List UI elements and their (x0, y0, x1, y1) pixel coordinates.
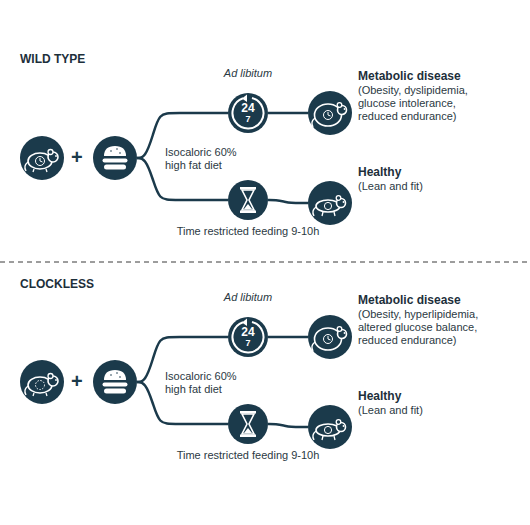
clock-number: 7 (228, 115, 268, 124)
time-restricted-node: Time restricted feeding 9-10h (228, 180, 268, 220)
diet-label: Isocaloric 60% high fat diet (165, 370, 257, 396)
ad-libitum-node: Ad libitum247 (228, 93, 268, 133)
outcome-node: Metabolic disease(Obesity, dyslipidemia,… (308, 91, 352, 135)
outcome-heading: Metabolic disease (358, 293, 518, 307)
burger-icon (93, 360, 137, 404)
burger-icon (93, 136, 137, 180)
feeding-label: Time restricted feeding 9-10h (153, 449, 343, 462)
diet-node: Isocaloric 60% high fat diet (93, 360, 137, 404)
lean-mouse-icon (308, 181, 352, 225)
outcome-node: Metabolic disease(Obesity, hyperlipidemi… (308, 315, 352, 359)
time-restricted-node: Time restricted feeding 9-10h (228, 404, 268, 444)
branch-line (268, 336, 308, 339)
outcome-node: Healthy(Lean and fit) (308, 181, 352, 225)
mouse-icon (20, 136, 64, 180)
plus-sign: + (71, 371, 83, 391)
clock-number: 24 (228, 326, 268, 339)
outcome-heading: Healthy (358, 165, 518, 179)
outcome-detail: (Obesity, dyslipidemia, glucose intolera… (358, 84, 498, 123)
panel-divider (0, 262, 530, 263)
panel-title: CLOCKLESS (20, 277, 94, 291)
branch-line (268, 112, 308, 115)
outcome-detail: (Lean and fit) (358, 404, 498, 417)
diet-label: Isocaloric 60% high fat diet (165, 146, 257, 172)
mouse-icon (20, 360, 64, 404)
obese-mouse-icon (308, 315, 352, 359)
panel-title: WILD TYPE (20, 52, 85, 66)
outcome-detail: (Obesity, hyperlipidemia, altered glucos… (358, 308, 498, 347)
ad-libitum-node: Ad libitum247 (228, 317, 268, 357)
wild-type-panel (20, 91, 352, 225)
lean-mouse-icon (308, 405, 352, 449)
obese-mouse-icon (308, 91, 352, 135)
hourglass-icon (228, 404, 268, 444)
branch-line (268, 200, 308, 203)
clock-icon (228, 93, 268, 133)
outcome-detail: (Lean and fit) (358, 180, 498, 193)
clockless-panel (20, 315, 352, 449)
branch-line (268, 424, 308, 427)
feeding-label: Ad libitum (198, 67, 298, 80)
clock-number: 24 (228, 102, 268, 115)
plus-sign: + (71, 147, 83, 167)
feeding-label: Time restricted feeding 9-10h (153, 225, 343, 238)
clock-number: 7 (228, 339, 268, 348)
outcome-heading: Healthy (358, 389, 518, 403)
outcome-heading: Metabolic disease (358, 69, 518, 83)
clock-icon (228, 317, 268, 357)
diet-node: Isocaloric 60% high fat diet (93, 136, 137, 180)
hourglass-icon (228, 180, 268, 220)
feeding-label: Ad libitum (198, 291, 298, 304)
outcome-node: Healthy(Lean and fit) (308, 405, 352, 449)
